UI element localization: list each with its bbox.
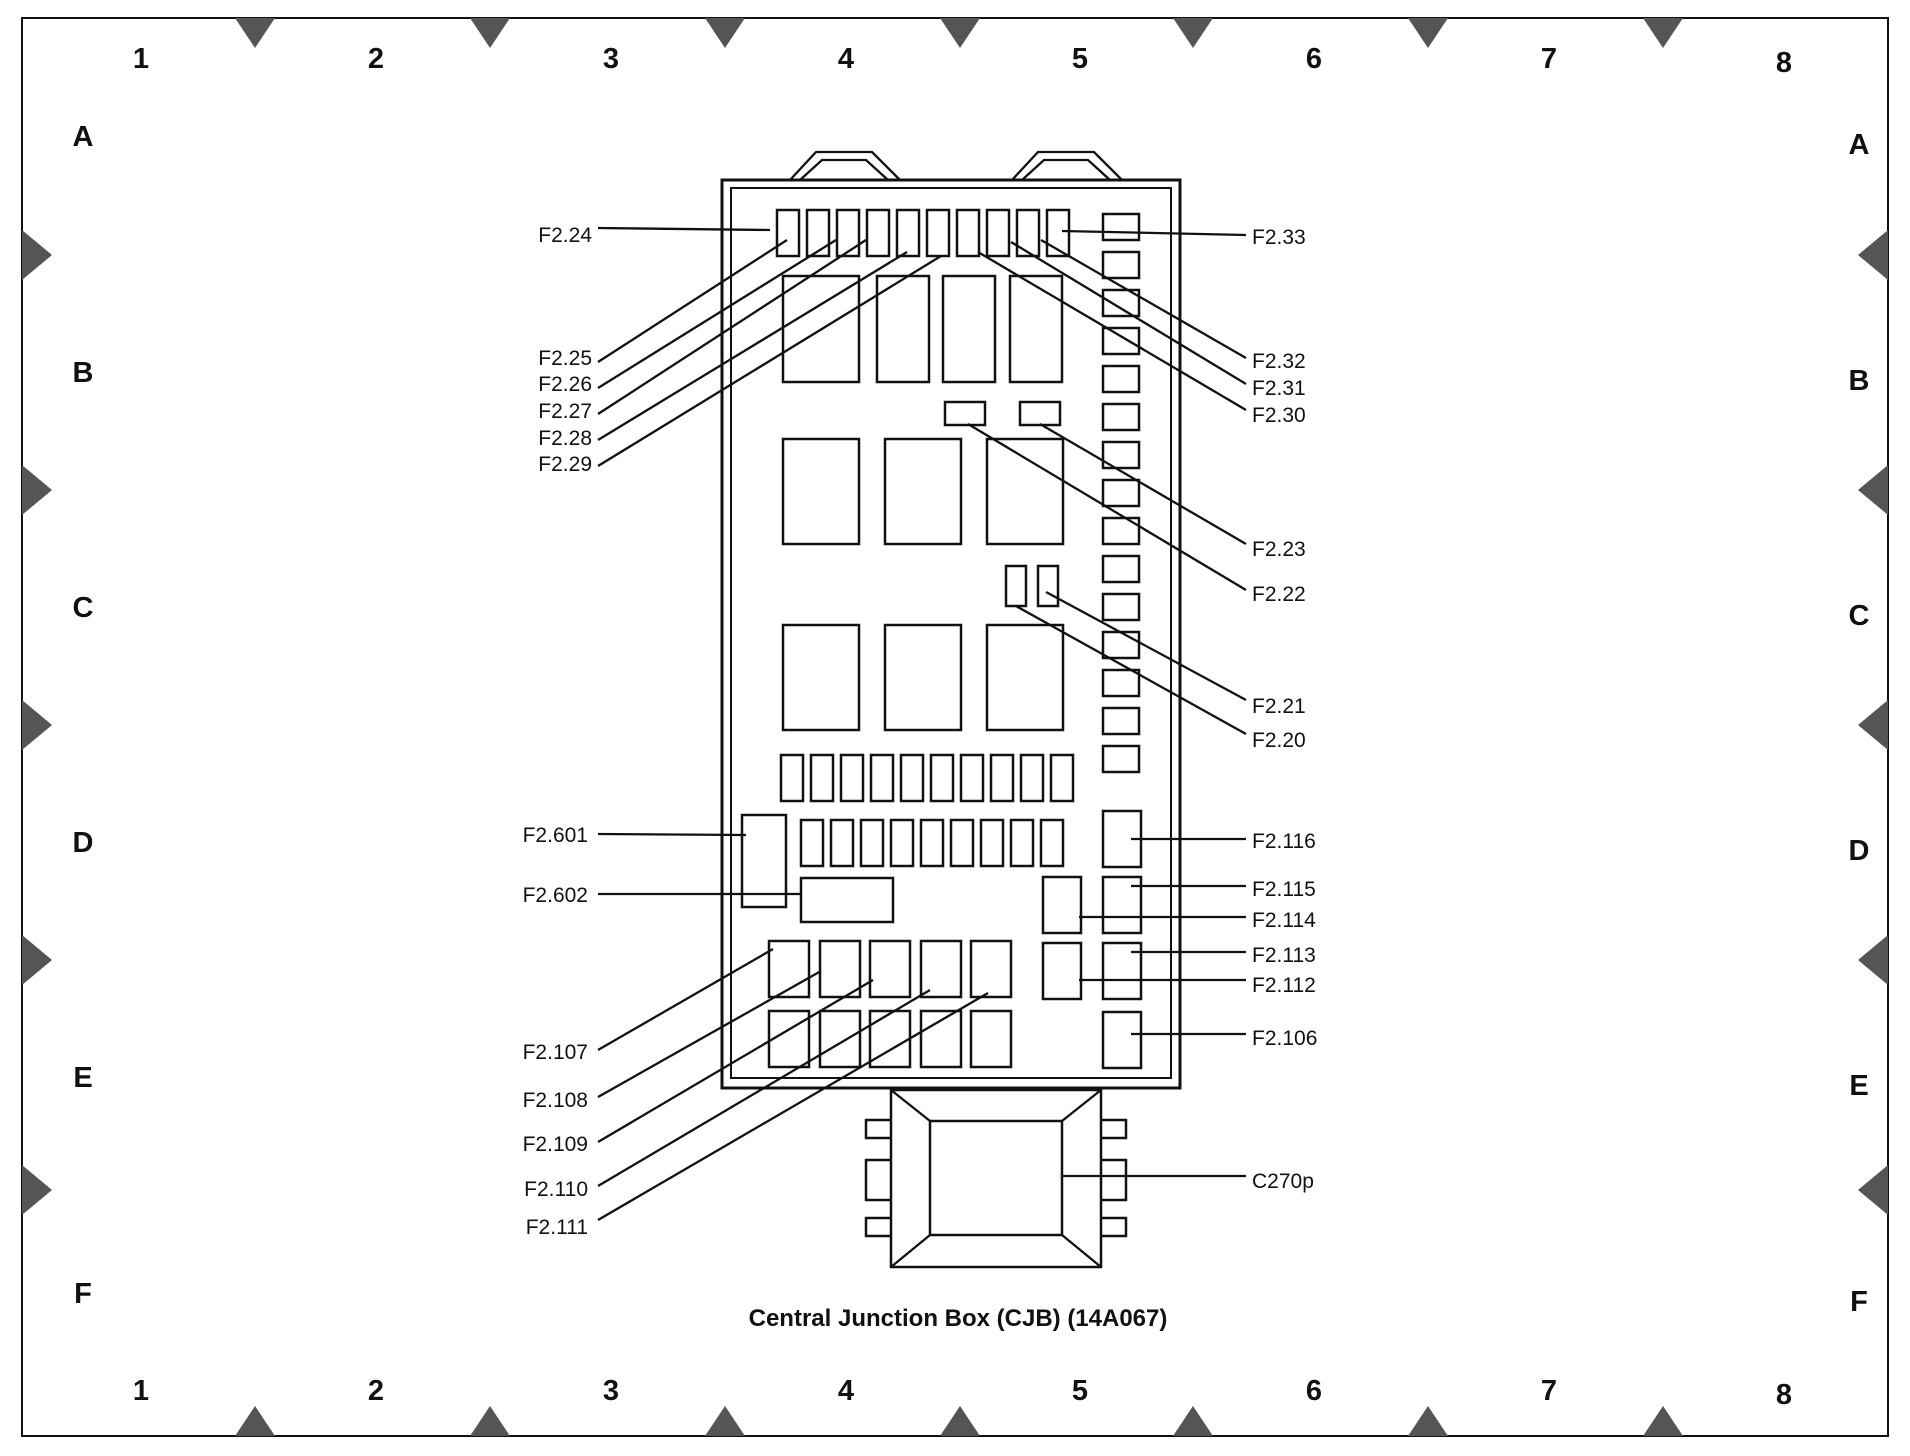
fuse-f2-29 <box>925 208 951 258</box>
column-label-1: 1 <box>133 43 149 75</box>
fuse-f2-110 <box>919 939 963 999</box>
fuse-f2-32 <box>1015 208 1041 258</box>
relay-row-1 <box>781 274 1064 384</box>
fuse-f2-114 <box>1041 875 1083 935</box>
row-label-d: D <box>73 827 94 859</box>
label-f2-20: F2.20 <box>1252 729 1306 752</box>
fuse-f2-602 <box>799 876 895 924</box>
label-f2-108: F2.108 <box>523 1089 588 1112</box>
row-label-e: E <box>73 1062 92 1094</box>
column-label-3: 3 <box>603 43 619 75</box>
fuse-f2-111 <box>969 939 1013 999</box>
column-label-8-bottom: 8 <box>1776 1379 1792 1411</box>
fuse-f2-107 <box>767 939 811 999</box>
label-f2-112: F2.112 <box>1252 974 1316 997</box>
fuse-f2-22 <box>943 400 987 427</box>
fuse-labels: F2.24 F2.25 F2.26 F2.27 F2.28 F2.29 F2.3… <box>523 224 1318 1239</box>
label-f2-25: F2.25 <box>538 347 592 370</box>
row-label-f: F <box>74 1278 92 1310</box>
label-f2-116: F2.116 <box>1252 830 1316 853</box>
row-label-f-right: F <box>1850 1286 1868 1318</box>
fuse-f2-25 <box>805 208 831 258</box>
label-f2-22: F2.22 <box>1252 583 1306 606</box>
column-label-8: 8 <box>1776 47 1792 79</box>
label-f2-601: F2.601 <box>523 824 588 847</box>
top-fuse-row <box>775 208 1071 258</box>
label-f2-30: F2.30 <box>1252 404 1306 427</box>
column-label-1-bottom: 1 <box>133 1375 149 1407</box>
row-label-b: B <box>73 357 94 389</box>
fuse-f2-108 <box>818 939 862 999</box>
fuse-f2-28 <box>895 208 921 258</box>
row-label-c-right: C <box>1849 600 1870 632</box>
column-label-7: 7 <box>1541 43 1557 75</box>
row-label-e-right: E <box>1849 1070 1868 1102</box>
row-label-c: C <box>73 592 94 624</box>
label-f2-106: F2.106 <box>1252 1027 1317 1050</box>
column-label-6: 6 <box>1306 43 1322 75</box>
column-label-2: 2 <box>368 43 384 75</box>
label-f2-31: F2.31 <box>1252 377 1306 400</box>
zone-markers <box>22 18 1888 1436</box>
label-f2-107: F2.107 <box>523 1041 588 1064</box>
fuse-f2-112 <box>1041 941 1083 1001</box>
column-label-3-bottom: 3 <box>603 1375 619 1407</box>
label-f2-23: F2.23 <box>1252 538 1306 561</box>
connector-c270p <box>864 1088 1128 1269</box>
fuse-strip-lower <box>799 818 1065 868</box>
row-label-a-right: A <box>1849 129 1870 161</box>
column-label-5-bottom: 5 <box>1072 1375 1088 1407</box>
leader-lines <box>597 226 1247 1221</box>
label-f2-24: F2.24 <box>538 224 592 247</box>
diagram-caption: Central Junction Box (CJB) (14A067) <box>749 1305 1168 1332</box>
row-label-b-right: B <box>1849 365 1870 397</box>
label-f2-26: F2.26 <box>538 373 592 396</box>
column-label-7-bottom: 7 <box>1541 1375 1557 1407</box>
row-label-d-right: D <box>1849 835 1870 867</box>
label-f2-602: F2.602 <box>523 884 588 907</box>
label-f2-110: F2.110 <box>524 1178 588 1201</box>
fuse-f2-23 <box>1018 400 1062 427</box>
column-label-5: 5 <box>1072 43 1088 75</box>
row-label-a: A <box>73 121 94 153</box>
cartridge-fuse-row <box>767 939 1013 1069</box>
label-f2-28: F2.28 <box>538 427 592 450</box>
fuse-strip-upper <box>779 753 1075 803</box>
label-f2-111: F2.111 <box>526 1216 588 1239</box>
label-f2-21: F2.21 <box>1252 695 1306 718</box>
label-f2-114: F2.114 <box>1252 909 1316 932</box>
column-label-2-bottom: 2 <box>368 1375 384 1407</box>
column-label-4: 4 <box>838 43 854 75</box>
label-c270p: C270p <box>1252 1170 1314 1193</box>
label-f2-109: F2.109 <box>523 1133 588 1156</box>
fuse-f2-33 <box>1045 208 1071 258</box>
relay-row-2 <box>781 437 1065 546</box>
label-f2-115: F2.115 <box>1252 878 1316 901</box>
right-fuse-column <box>1101 212 1141 774</box>
fuse-f2-106 <box>1101 1010 1143 1070</box>
label-f2-32: F2.32 <box>1252 350 1306 373</box>
label-f2-113: F2.113 <box>1252 944 1316 967</box>
label-f2-27: F2.27 <box>538 400 592 423</box>
fuse-f2-31 <box>985 208 1011 258</box>
fuse-f2-601 <box>740 813 788 909</box>
fuse-f2-21 <box>1036 564 1060 608</box>
fuse-f2-27 <box>865 208 891 258</box>
fuse-f2-30 <box>955 208 981 258</box>
fuse-f2-20 <box>1004 564 1028 608</box>
column-label-4-bottom: 4 <box>838 1375 854 1407</box>
fuse-f2-26 <box>835 208 861 258</box>
fuse-f2-109 <box>868 939 912 999</box>
relay-row-3 <box>781 623 1065 732</box>
label-f2-29: F2.29 <box>538 453 592 476</box>
column-label-6-bottom: 6 <box>1306 1375 1322 1407</box>
fuse-f2-24 <box>775 208 801 258</box>
label-f2-33: F2.33 <box>1252 226 1306 249</box>
